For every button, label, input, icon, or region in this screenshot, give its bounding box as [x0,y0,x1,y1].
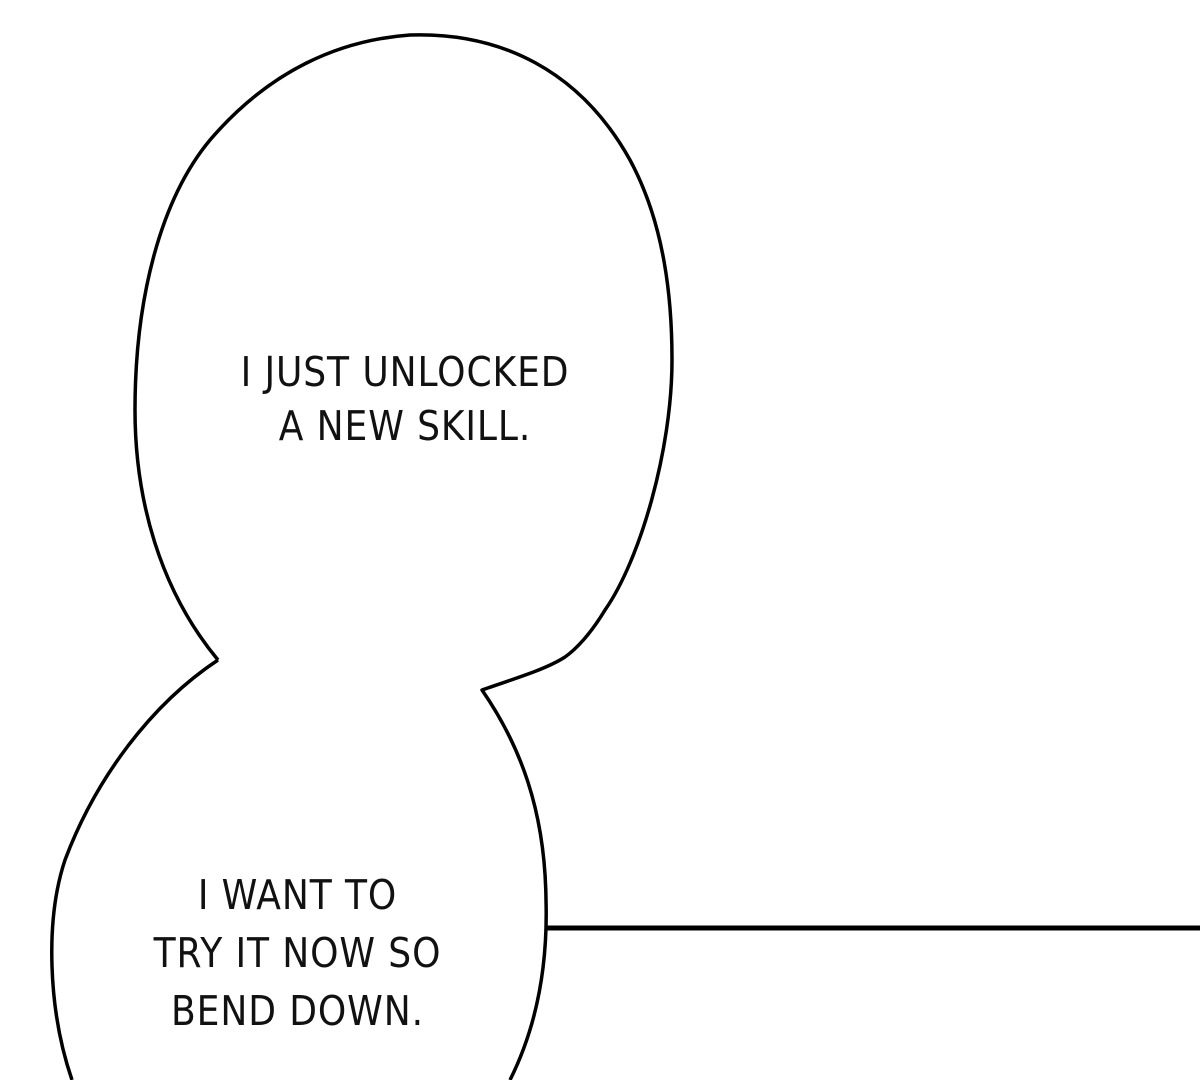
speech-text-top: I JUST UNLOCKED A NEW SKILL. [216,345,594,453]
speech-text-bottom: I WANT TO TRY IT NOW SO BEND DOWN. [124,866,472,1040]
speech-line: BEND DOWN. [171,987,424,1035]
speech-line: TRY IT NOW SO [153,929,442,977]
speech-line: A NEW SKILL. [278,402,532,450]
speech-line: I WANT TO [197,871,398,919]
speech-bubble-outline [50,33,674,1080]
speech-line: I JUST UNLOCKED [240,348,570,396]
